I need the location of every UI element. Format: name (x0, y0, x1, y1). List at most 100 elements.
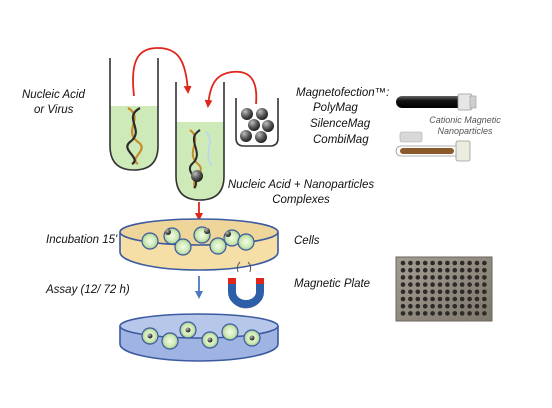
label-assay: Assay (12/ 72 h) (46, 284, 130, 296)
plate-well (400, 311, 406, 316)
plate-well (415, 275, 421, 280)
plate-well (422, 311, 428, 316)
plate-well (467, 303, 472, 309)
plate-well (437, 260, 443, 266)
plate-well (452, 303, 458, 309)
plate-well (437, 303, 443, 309)
plate-well (437, 282, 443, 287)
plate-well (459, 260, 465, 266)
plate-well (459, 282, 465, 287)
label-polymag: PolyMag (313, 102, 358, 114)
plate-well (445, 267, 450, 273)
plate-well (400, 289, 406, 295)
plate-well (422, 275, 428, 280)
plate-well (474, 311, 480, 316)
plate-well (415, 311, 421, 316)
dish-incubation (119, 218, 279, 271)
plate-well (437, 296, 443, 302)
tube-nucleic-acid (109, 58, 159, 171)
plate-well (400, 267, 406, 273)
plate-well (459, 275, 465, 280)
plate-well (430, 311, 435, 316)
plate-well (452, 260, 458, 266)
label-nanoparticles: Nanoparticles (437, 126, 493, 136)
plate-well (430, 303, 435, 309)
plate-well (400, 275, 406, 280)
plate-well (430, 282, 435, 287)
plate-well (452, 296, 458, 302)
red-arrows (132, 47, 258, 221)
plate-well (445, 289, 450, 295)
plate-well (445, 275, 450, 280)
plate-well (437, 275, 443, 280)
label-silencemag: SilenceMag (310, 118, 371, 130)
label-magnetofection: Magnetofection™: (296, 87, 390, 99)
plate-well (467, 282, 472, 287)
plate-well (452, 289, 458, 295)
plate-well (474, 296, 480, 302)
product-tube-brown (395, 131, 471, 162)
plate-well (415, 296, 421, 302)
plate-well (400, 303, 406, 309)
plate-well (467, 260, 472, 266)
plate-well (467, 267, 472, 273)
label-or-virus: or Virus (34, 104, 74, 116)
plate-well (482, 311, 487, 316)
plate-well (408, 296, 413, 302)
magnetic-plate-image (395, 256, 493, 322)
plate-well (422, 296, 428, 302)
plate-well (430, 289, 435, 295)
plate-well (437, 267, 443, 273)
product-tube-black (396, 93, 477, 111)
plate-well (467, 275, 472, 280)
plate-well (400, 296, 406, 302)
plate-well (408, 311, 413, 316)
plate-well (445, 260, 450, 266)
dna-helix-icon (126, 107, 143, 165)
label-cells: Cells (294, 235, 320, 247)
plate-well (415, 282, 421, 287)
plate-well (422, 282, 428, 287)
plate-well (422, 260, 428, 266)
plate-well (415, 289, 421, 295)
plate-well (459, 267, 465, 273)
plate-well (422, 303, 428, 309)
plate-well (400, 282, 406, 287)
plate-well (430, 296, 435, 302)
plate-well (400, 260, 406, 266)
plate-well (408, 260, 413, 266)
plate-well (459, 289, 465, 295)
label-magnetic-plate: Magnetic Plate (294, 278, 371, 290)
nanoparticle (191, 170, 203, 182)
plate-well (415, 267, 421, 273)
label-complex-line2: Complexes (272, 194, 330, 206)
plate-well (467, 289, 472, 295)
plate-well (430, 267, 435, 273)
label-complex-line1: Nucleic Acid + Nanoparticles (227, 179, 375, 191)
plate-well (422, 267, 428, 273)
plate-well (482, 289, 487, 295)
plate-well (415, 260, 421, 266)
plate-well (482, 282, 487, 287)
plate-well (467, 311, 472, 316)
plate-well (445, 311, 450, 316)
plate-well (408, 303, 413, 309)
plate-well (452, 311, 458, 316)
plate-well (482, 275, 487, 280)
plate-well (482, 260, 487, 266)
plate-well (415, 303, 421, 309)
cells (141, 226, 255, 256)
plate-well (474, 303, 480, 309)
tube-complexes (175, 82, 225, 201)
nanoparticle-vial (235, 98, 279, 147)
plate-well (459, 311, 465, 316)
plate-well (430, 260, 435, 266)
plate-well (452, 275, 458, 280)
plate-well (437, 311, 443, 316)
plate-well (430, 275, 435, 280)
plate-well (408, 267, 413, 273)
plate-well (445, 296, 450, 302)
plate-well (474, 267, 480, 273)
plate-well (408, 275, 413, 280)
